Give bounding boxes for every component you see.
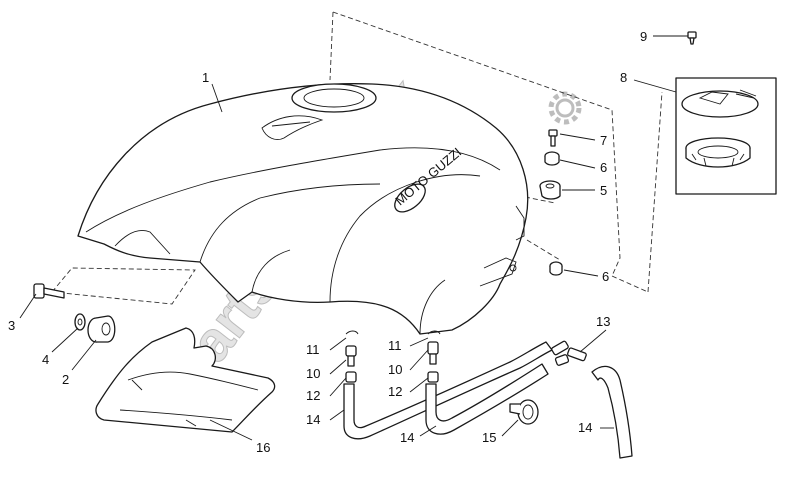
washer-part-4 [74,313,86,331]
callout-13: 13 [596,314,610,329]
callout-14-left: 14 [306,412,320,427]
callout-12-middle: 12 [388,384,402,399]
callout-2: 2 [62,372,69,387]
callout-9: 9 [640,29,647,44]
filler-cap-bolt-part-9 [687,31,697,45]
filler-neck [291,83,377,113]
rubber-bush-part-2 [87,315,116,343]
fuel-tank: MOTO GUZZI [77,83,529,335]
leader-lines [19,35,688,441]
gear-watermark-icon [548,91,582,125]
callout-labels: 1 2 3 4 16 9 8 7 6 5 6 11 10 12 14 11 10… [8,29,647,455]
callout-11-middle: 11 [388,338,402,353]
callout-15: 15 [482,430,496,445]
callout-8: 8 [620,70,627,85]
bolt-part-3 [33,283,65,299]
t-fitting-part-13 [551,340,587,366]
callout-12-left: 12 [306,388,320,403]
callout-14-right: 14 [578,420,592,435]
spacer-part-6-upper [544,151,560,166]
fitting-stack-left [345,330,359,383]
callout-6-lower: 6 [602,269,609,284]
callout-16: 16 [256,440,270,455]
callout-5: 5 [600,183,607,198]
spacer-part-6-lower [549,261,563,276]
callout-14-middle: 14 [400,430,414,445]
fitting-stack-middle [427,330,441,383]
callout-7: 7 [600,133,607,148]
assembly-guide-lines [51,11,663,305]
eagle-emblem [261,115,324,140]
filler-cap-assembly-part-8 [675,77,777,195]
callout-11-left: 11 [306,342,320,357]
hose-clip-part-15 [509,399,539,425]
callout-10-middle: 10 [388,362,402,377]
grommet-part-5 [539,180,561,200]
breather-hose-part-14-right [591,365,633,459]
bolt-part-7 [548,129,558,147]
callout-6-upper: 6 [600,160,607,175]
breather-hose-part-14-left [343,341,553,440]
breather-hose-part-14-middle [425,363,549,435]
callout-4: 4 [42,352,49,367]
tank-pad-part-16 [95,327,276,433]
callout-10-left: 10 [306,366,320,381]
callout-1: 1 [202,70,209,85]
callout-3: 3 [8,318,15,333]
